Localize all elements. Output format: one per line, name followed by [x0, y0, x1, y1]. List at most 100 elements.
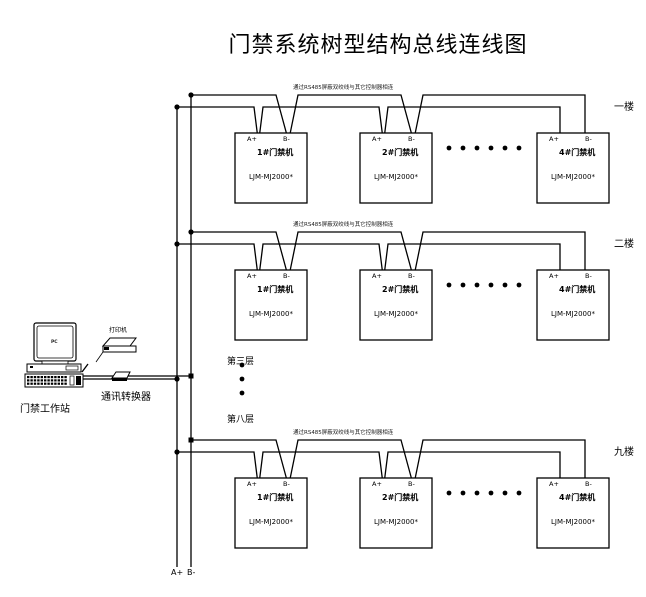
ellipsis-dot — [460, 490, 466, 496]
device-name: 1#门禁机 — [257, 285, 294, 294]
pin-label-b: B- — [408, 272, 415, 280]
ellipsis-dot — [488, 282, 494, 288]
pin-label-b: B- — [408, 135, 415, 143]
bus-line-b-floor-3 — [191, 439, 586, 485]
pc-monitor-icon — [26, 322, 82, 373]
ellipsis-dot — [474, 490, 480, 496]
door-controller-box — [234, 132, 308, 204]
pin-label-a: A+ — [247, 272, 257, 280]
device-name: 2#门禁机 — [382, 285, 419, 294]
floor-label: 二楼 — [614, 239, 634, 250]
ellipsis-dot — [446, 282, 452, 288]
pin-label-a: A+ — [549, 135, 559, 143]
floor-skip-dot — [239, 362, 245, 368]
door-controller-box — [536, 269, 610, 341]
door-controller-box — [536, 132, 610, 204]
ellipsis-dot — [502, 282, 508, 288]
door-controller-box — [359, 477, 433, 549]
junction-dot-converter-b — [188, 373, 194, 379]
skipped-floor-from: 第三层 — [227, 357, 255, 367]
pin-label-b: B- — [283, 480, 290, 488]
ellipsis-dot — [474, 282, 480, 288]
ellipsis-dot — [502, 145, 508, 151]
workstation-label: 门禁工作站 — [20, 404, 70, 415]
device-name: 1#门禁机 — [257, 493, 294, 502]
device-model: LJM-MJ2000* — [551, 310, 595, 318]
pin-label-a: A+ — [549, 480, 559, 488]
floor-label: 九楼 — [614, 447, 634, 458]
floor-skip-dot — [239, 390, 245, 396]
device-model: LJM-MJ2000* — [374, 518, 418, 526]
door-controller-box — [234, 269, 308, 341]
device-model: LJM-MJ2000* — [374, 173, 418, 181]
pin-label-b: B- — [283, 272, 290, 280]
diagram-title: 门禁系统树型结构总线连线图 — [228, 33, 528, 58]
trunk-b-label: B- — [187, 568, 196, 577]
device-name: 4#门禁机 — [559, 493, 596, 502]
skipped-floor-to: 第八层 — [227, 415, 255, 425]
pin-label-a: A+ — [549, 272, 559, 280]
ellipsis-dot — [488, 145, 494, 151]
door-controller-box — [359, 269, 433, 341]
keyboard-icon — [24, 373, 84, 388]
bus-line-a-floor-1 — [177, 106, 561, 140]
pc-screen-text: PC — [51, 340, 58, 345]
ellipsis-dot — [446, 490, 452, 496]
junction-dot-b — [188, 437, 194, 443]
pin-label-b: B- — [283, 135, 290, 143]
ellipsis-dot — [502, 490, 508, 496]
junction-dot-a — [174, 104, 180, 110]
device-name: 2#门禁机 — [382, 493, 419, 502]
printer-label: 打印机 — [109, 327, 128, 334]
bus-note: 通过RS485屏蔽双绞线与其它控制器相连 — [293, 85, 394, 91]
ellipsis-dot — [488, 490, 494, 496]
ellipsis-dot — [474, 145, 480, 151]
bus-note: 通过RS485屏蔽双绞线与其它控制器相连 — [293, 430, 394, 436]
pin-label-b: B- — [408, 480, 415, 488]
trunk-a-label: A+ — [171, 568, 184, 577]
door-controller-box — [536, 477, 610, 549]
pc-cable — [81, 363, 89, 373]
bus-line-b-floor-2 — [191, 231, 586, 277]
printer-icon — [95, 337, 137, 363]
pin-label-a: A+ — [372, 272, 382, 280]
ellipsis-dot — [460, 282, 466, 288]
pin-label-a: A+ — [247, 480, 257, 488]
bus-line-b-floor-1 — [191, 94, 586, 140]
pin-label-a: A+ — [372, 480, 382, 488]
ellipsis-dot — [516, 282, 522, 288]
device-model: LJM-MJ2000* — [249, 310, 293, 318]
junction-dot-b — [188, 229, 194, 235]
pin-label-a: A+ — [247, 135, 257, 143]
pin-label-b: B- — [585, 135, 592, 143]
ellipsis-dot — [446, 145, 452, 151]
ellipsis-dot — [516, 145, 522, 151]
floor-skip-dot — [239, 376, 245, 382]
converter-label: 通讯转换器 — [101, 392, 151, 403]
device-name: 4#门禁机 — [559, 285, 596, 294]
converter-icon — [111, 371, 131, 381]
ellipsis-dot — [516, 490, 522, 496]
bus-note: 通过RS485屏蔽双绞线与其它控制器相连 — [293, 222, 394, 228]
device-name: 1#门禁机 — [257, 148, 294, 157]
device-name: 2#门禁机 — [382, 148, 419, 157]
device-name: 4#门禁机 — [559, 148, 596, 157]
device-model: LJM-MJ2000* — [374, 310, 418, 318]
junction-dot-converter-a — [174, 376, 180, 382]
door-controller-box — [359, 132, 433, 204]
pin-label-b: B- — [585, 272, 592, 280]
bus-line-a-floor-3 — [177, 451, 561, 485]
ellipsis-dot — [460, 145, 466, 151]
floor-label: 一楼 — [614, 102, 634, 113]
bus-line-a-floor-2 — [177, 243, 561, 277]
junction-dot-a — [174, 241, 180, 247]
device-model: LJM-MJ2000* — [249, 518, 293, 526]
door-controller-box — [234, 477, 308, 549]
junction-dot-a — [174, 449, 180, 455]
device-model: LJM-MJ2000* — [551, 518, 595, 526]
device-model: LJM-MJ2000* — [551, 173, 595, 181]
pin-label-a: A+ — [372, 135, 382, 143]
junction-dot-b — [188, 92, 194, 98]
pin-label-b: B- — [585, 480, 592, 488]
